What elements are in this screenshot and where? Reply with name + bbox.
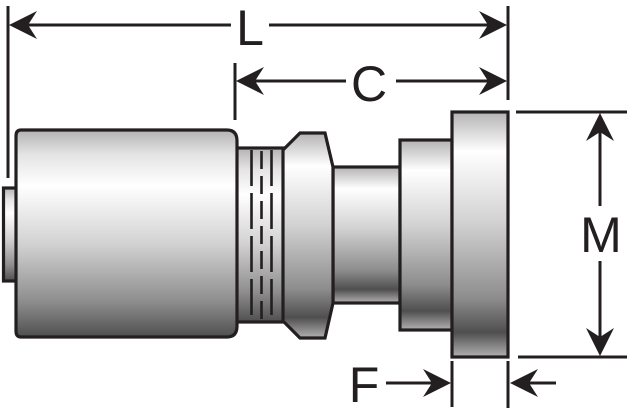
dim-label-L: L <box>236 0 264 56</box>
arrowhead-F-left-inward <box>423 369 451 397</box>
fitting-body <box>1 110 510 359</box>
flange-head <box>450 110 510 359</box>
arrowhead-C-right <box>479 67 507 95</box>
arrowhead-M-up <box>586 113 614 141</box>
arrowhead-C-left <box>236 67 264 95</box>
dimension-labels: L C M F <box>236 0 622 413</box>
groove-serrations <box>250 150 273 320</box>
arrowheads <box>9 11 614 397</box>
groove-section <box>234 146 286 324</box>
neck <box>331 165 402 305</box>
arrowhead-F-right-inward <box>510 369 538 397</box>
dim-label-F: F <box>349 357 380 413</box>
crimp-shell <box>14 128 239 339</box>
hub <box>398 138 454 332</box>
collar <box>281 131 335 340</box>
dim-label-C: C <box>351 56 387 112</box>
arrowhead-L-left <box>9 11 37 39</box>
arrowhead-M-down <box>586 328 614 356</box>
dimension-callouts: L C M F <box>6 0 627 413</box>
arrowhead-L-right <box>479 11 507 39</box>
dim-label-M: M <box>580 207 622 263</box>
extension-lines <box>6 6 627 408</box>
